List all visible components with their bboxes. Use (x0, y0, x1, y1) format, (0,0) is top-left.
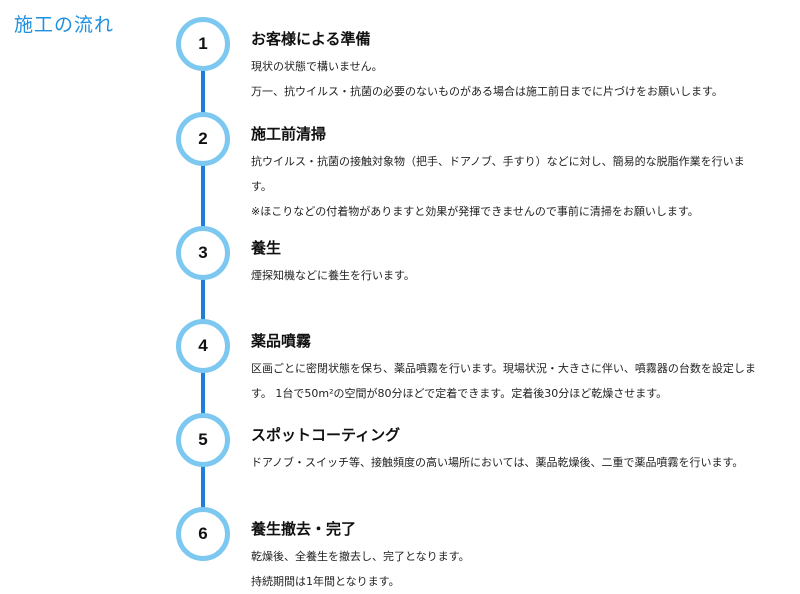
step-description-line: す。 (251, 180, 272, 193)
step-content: スポットコーティング ドアノブ・スイッチ等、接触頻度の高い場所においては、薬品乾… (251, 424, 791, 475)
page-title: 施工の流れ (14, 14, 115, 36)
step-description-line: ※ほこりなどの付着物がありますと効果が発揮できませんので事前に清掃をお願いします… (251, 205, 699, 218)
step-number-badge: 6 (176, 507, 230, 561)
step-description-line: 現状の状態で構いません。 (251, 60, 383, 73)
step-description-line: 煙探知機などに養生を行います。 (251, 269, 415, 282)
step-number-badge: 4 (176, 319, 230, 373)
step-description-line: 抗ウイルス・抗菌の接触対象物（把手、ドアノブ、手すり）などに対し、簡易的な脱脂作… (251, 155, 745, 168)
step-content: 薬品噴霧 区画ごとに密閉状態を保ち、薬品噴霧を行います。現場状況・大きさに伴い、… (251, 330, 791, 406)
step-number-badge: 1 (176, 17, 230, 71)
step-title: 薬品噴霧 (251, 332, 312, 350)
step-title: 養生 (251, 239, 282, 257)
step-number-badge: 3 (176, 226, 230, 280)
step-number-badge: 5 (176, 413, 230, 467)
step-content: 施工前清掃 抗ウイルス・抗菌の接触対象物（把手、ドアノブ、手すり）などに対し、簡… (251, 123, 791, 224)
step-content: 養生撤去・完了 乾燥後、全養生を撤去し、完了となります。 持続期間は1年間となり… (251, 518, 791, 594)
step-number-badge: 2 (176, 112, 230, 166)
step-description-line: 持続期間は1年間となります。 (251, 575, 400, 588)
timeline-connector (201, 60, 205, 530)
step-title: お客様による準備 (251, 30, 371, 48)
step-title: 養生撤去・完了 (251, 520, 357, 538)
step-title: スポットコーティング (251, 426, 401, 444)
step-description-line: 万一、抗ウイルス・抗菌の必要のないものがある場合は施工前日までに片づけをお願いし… (251, 85, 723, 98)
step-title: 施工前清掃 (251, 125, 327, 143)
step-content: お客様による準備 現状の状態で構いません。 万一、抗ウイルス・抗菌の必要のないも… (251, 28, 791, 104)
step-description-line: す。 1台で50m²の空間が80分ほどで定着できます。定着後30分ほど乾燥させま… (251, 387, 668, 400)
step-description-line: ドアノブ・スイッチ等、接触頻度の高い場所においては、薬品乾燥後、二重で薬品噴霧を… (251, 456, 744, 469)
step-description-line: 区画ごとに密閉状態を保ち、薬品噴霧を行います。現場状況・大きさに伴い、噴霧器の台… (251, 362, 756, 375)
step-description-line: 乾燥後、全養生を撤去し、完了となります。 (251, 550, 470, 563)
step-content: 養生 煙探知機などに養生を行います。 (251, 237, 791, 288)
